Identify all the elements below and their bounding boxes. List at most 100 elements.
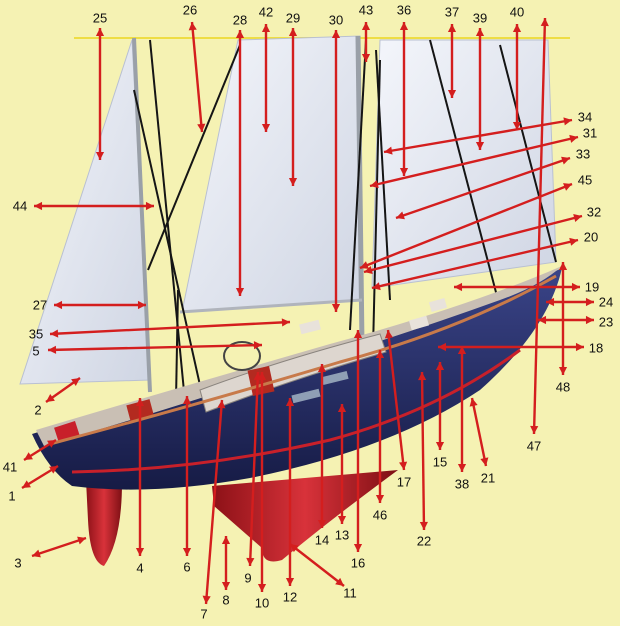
deck: [36, 266, 562, 446]
part-label-12: 12: [282, 589, 298, 605]
leader-arrow-45: [360, 261, 369, 269]
leader-arrow-17: [384, 330, 393, 339]
leader-arrow-tail-3: [32, 549, 41, 558]
leader-arrow-tail-13: [337, 515, 347, 524]
portlight-1: [291, 388, 321, 404]
part-label-2: 2: [34, 402, 42, 418]
leader-arrow-tail-4: [135, 547, 145, 556]
leader-line-7: [204, 399, 224, 605]
leader-arrow-tail-31: [569, 134, 578, 143]
leader-lines: [21, 17, 594, 605]
leader-arrow-27: [137, 300, 146, 310]
leader-arrow-28: [235, 287, 245, 296]
leader-arrow-tail-23: [585, 315, 594, 325]
main-mast: [355, 35, 365, 345]
leader-arrow-tail-28: [235, 30, 245, 39]
leader-arrow-tail-14: [317, 519, 327, 528]
leader-arrow-tail-48: [558, 366, 568, 375]
leader-arrow-8: [221, 536, 231, 545]
leader-arrow-19: [454, 282, 463, 292]
boom: [179, 298, 363, 314]
leader-arrow-tail-7: [202, 595, 211, 604]
leader-arrow-13: [337, 404, 347, 413]
part-label-31: 31: [582, 125, 598, 141]
leader-arrow-7: [217, 400, 226, 409]
part-label-32: 32: [586, 204, 602, 220]
part-label-38: 38: [454, 476, 470, 492]
leader-arrow-4: [135, 398, 145, 407]
leader-arrow-38: [457, 346, 467, 355]
portlight-2: [321, 370, 349, 386]
leader-arrow-10: [257, 372, 267, 381]
leader-arrow-11: [290, 544, 299, 553]
leader-arrow-35: [281, 318, 290, 327]
leader-line-20: [371, 238, 579, 290]
leader-line-21: [470, 397, 488, 467]
part-label-29: 29: [285, 10, 301, 26]
part-label-35: 35: [28, 326, 44, 342]
leader-arrow-26: [197, 123, 206, 132]
part-label-21: 21: [480, 470, 496, 486]
leader-arrow-tail-21: [480, 457, 489, 466]
leader-arrow-tail-15: [435, 441, 445, 450]
part-label-20: 20: [583, 229, 599, 245]
part-label-16: 16: [350, 555, 366, 571]
boot-stripe: [71, 348, 521, 474]
leader-arrow-32: [364, 266, 373, 274]
leader-arrow-tail-9: [246, 557, 255, 566]
leader-arrow-tail-22: [419, 521, 428, 530]
leader-arrow-39: [475, 141, 485, 150]
leader-arrow-tail-1: [22, 480, 31, 488]
leader-arrow-tail-18: [575, 342, 584, 352]
leader-line-17: [386, 329, 406, 471]
leader-arrow-37: [447, 89, 457, 98]
leader-arrow-24: [546, 297, 555, 307]
leader-arrow-tail-5: [48, 345, 57, 354]
teak-rail: [49, 274, 557, 446]
leader-arrow-tail-32: [573, 214, 582, 222]
leader-arrow-tail-38: [457, 463, 467, 472]
part-label-33: 33: [575, 146, 591, 162]
part-label-24: 24: [598, 294, 614, 310]
mizzen-mast: [132, 37, 152, 393]
deck-hatch-3: [428, 297, 448, 313]
leader-arrow-tail-24: [585, 297, 594, 307]
leader-arrow-tail-30: [331, 30, 341, 39]
leader-arrow-tail-33: [561, 156, 570, 165]
leader-arrow-tail-29: [288, 28, 298, 37]
leader-line-45: [359, 182, 573, 270]
leader-arrow-31: [370, 180, 379, 189]
leader-arrow-tail-34: [563, 117, 572, 126]
leader-arrow-20: [372, 282, 381, 291]
leader-line-5: [47, 343, 263, 352]
part-label-47: 47: [526, 438, 542, 454]
leader-line-32: [363, 214, 583, 274]
leader-arrow-5: [253, 341, 262, 350]
part-label-39: 39: [472, 10, 488, 26]
leader-arrow-tail-12: [285, 577, 295, 586]
part-label-5: 5: [32, 343, 40, 359]
leader-arrow-47: [540, 18, 549, 27]
leader-arrow-48: [558, 262, 568, 271]
part-label-27: 27: [32, 297, 48, 313]
leader-line-26: [190, 21, 204, 133]
part-label-26: 26: [182, 2, 198, 18]
leader-arrow-tail-8: [221, 581, 231, 590]
leader-arrow-tail-44: [34, 201, 43, 211]
part-label-40: 40: [509, 4, 525, 20]
leader-arrow-18: [438, 342, 447, 352]
part-label-7: 7: [200, 606, 208, 622]
deck-hatch-1: [299, 319, 321, 335]
part-label-13: 13: [334, 527, 350, 543]
leader-arrow-46: [375, 350, 385, 359]
part-label-18: 18: [588, 340, 604, 356]
leader-arrow-21: [469, 398, 478, 407]
part-label-11: 11: [343, 585, 357, 601]
rudder: [86, 480, 122, 566]
leader-line-47: [532, 17, 547, 435]
part-label-45: 45: [577, 172, 593, 188]
leader-arrow-tail-6: [182, 547, 192, 556]
part-label-28: 28: [232, 12, 248, 28]
part-label-9: 9: [244, 570, 252, 586]
